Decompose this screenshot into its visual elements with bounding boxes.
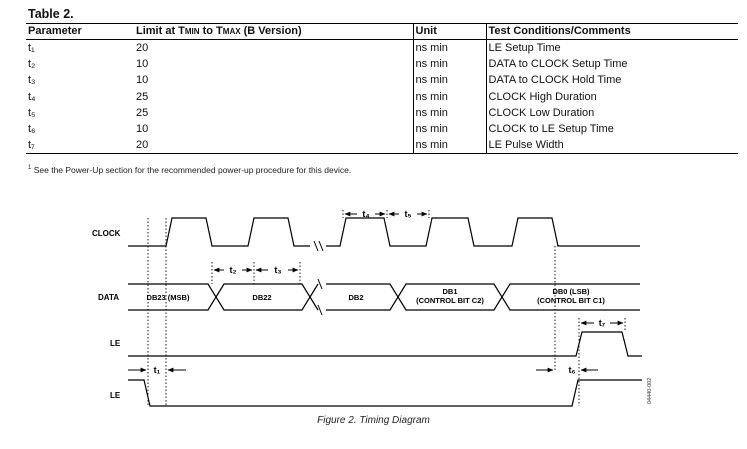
table-row: t₅ 25 ns min CLOCK Low Duration (26, 104, 738, 121)
cell-condition: LE Setup Time (485, 39, 738, 57)
cell-condition: CLOCK High Duration (485, 88, 738, 105)
cell-param: t₆ (28, 123, 36, 136)
table-row: t₆ 10 ns min CLOCK to LE Setup Time (26, 120, 738, 138)
table-row: t₇ 20 ns min LE Pulse Width (26, 137, 738, 155)
data-bit-db0: DB0 (LSB) (552, 287, 590, 296)
cell-unit: ns min (412, 39, 486, 57)
cell-limit: 10 (136, 74, 149, 87)
table-footnote: 1 See the Power-Up section for the recom… (28, 165, 352, 175)
signal-label-le-inverted: LE (110, 391, 121, 400)
data-bit-db22: DB22 (252, 293, 271, 302)
cell-limit: 25 (136, 90, 149, 103)
table-row: t₂ 10 ns min DATA to CLOCK Setup Time (26, 56, 738, 73)
cell-limit: 20 (134, 137, 413, 155)
clock-break-marks (313, 240, 324, 252)
cell-limit: 25 (136, 106, 149, 119)
timing-spec-table: Parameter Limit at TMIN to TMAX (B Versi… (26, 23, 738, 155)
timing-label-t5: t₅ (404, 209, 411, 219)
cell-unit: ns min (412, 88, 486, 105)
clock-waveform (128, 217, 640, 247)
table-row: t₃ 10 ns min DATA to CLOCK Hold Time (26, 72, 738, 89)
cell-unit: ns min (412, 72, 486, 89)
le-inverted-waveform (128, 379, 642, 407)
table-row: t₁ 20 ns min LE Setup Time (26, 39, 738, 57)
header-unit: Unit (412, 23, 486, 40)
cell-unit: ns min (412, 137, 486, 155)
timing-arrows (128, 211, 624, 373)
timing-label-t4: t₄ (362, 209, 369, 219)
data-bit-db1: DB1 (442, 287, 457, 296)
table-row: t₄ 25 ns min CLOCK High Duration (26, 88, 738, 105)
cell-condition: CLOCK to LE Setup Time (485, 120, 738, 138)
data-bit-db1-note: (CONTROL BIT C2) (416, 296, 484, 305)
cell-condition: DATA to CLOCK Setup Time (485, 56, 738, 73)
cell-condition: LE Pulse Width (485, 137, 738, 155)
data-bit-db0-note: (CONTROL BIT C1) (537, 296, 605, 305)
cell-param: t₁ (28, 42, 35, 55)
timing-label-t2: t₂ (230, 265, 237, 275)
header-parameter: Parameter (26, 23, 134, 40)
cell-param: t₅ (28, 106, 36, 119)
timing-label-t3: t₃ (274, 265, 281, 275)
cell-param: t₄ (28, 90, 36, 103)
header-limit: Limit at TMIN to TMAX (B Version) (134, 23, 413, 40)
data-break-marks (317, 278, 323, 316)
signal-label-data: DATA (98, 293, 119, 302)
cell-param: t₇ (26, 137, 134, 155)
timing-label-t1: t₁ (154, 365, 161, 375)
header-conditions: Test Conditions/Comments (485, 23, 738, 40)
cell-unit: ns min (412, 56, 486, 73)
cell-condition: CLOCK Low Duration (485, 104, 738, 121)
signal-label-le: LE (110, 339, 121, 348)
cell-limit: 20 (136, 42, 149, 55)
table-header-row: Parameter Limit at TMIN to TMAX (B Versi… (26, 23, 738, 40)
cell-condition: DATA to CLOCK Hold Time (485, 72, 738, 89)
cell-limit: 10 (136, 58, 149, 71)
le-waveform (128, 331, 642, 357)
data-waveform (128, 283, 640, 311)
cell-param: t₂ (28, 58, 36, 71)
table-title: Table 2. (28, 7, 74, 21)
data-bit-db23: DB23 (MSB) (147, 293, 190, 302)
figure-caption: Figure 2. Timing Diagram (317, 415, 430, 426)
timing-label-t7: t₇ (599, 318, 606, 328)
data-bit-db2: DB2 (348, 293, 363, 302)
signal-label-clock: CLOCK (92, 229, 121, 238)
cell-unit: ns min (412, 120, 486, 138)
cell-param: t₃ (28, 74, 36, 87)
cell-unit: ns min (412, 104, 486, 121)
timing-label-t6: t₆ (568, 365, 575, 375)
timing-reference-lines (147, 210, 626, 406)
figure-id: 04440-002 (647, 378, 653, 404)
cell-limit: 10 (136, 123, 149, 136)
